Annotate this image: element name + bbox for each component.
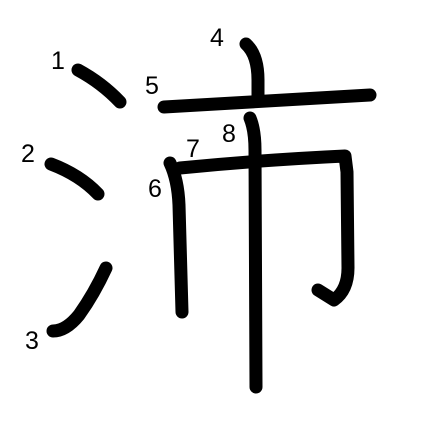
stroke-6	[163, 156, 189, 319]
stroke-4	[239, 37, 265, 107]
stroke-number-3: 3	[25, 327, 39, 355]
stroke-number-8: 8	[222, 120, 236, 148]
stroke-number-4: 4	[210, 24, 224, 52]
stroke-7	[173, 149, 355, 307]
stroke-5	[157, 88, 377, 114]
stroke-3	[46, 261, 113, 338]
stroke-1	[71, 63, 127, 109]
stroke-number-5: 5	[145, 72, 159, 100]
stroke-number-7: 7	[186, 135, 200, 163]
stroke-8	[243, 111, 263, 394]
stroke-number-6: 6	[148, 175, 162, 203]
stroke-number-2: 2	[21, 140, 35, 168]
stroke-number-1: 1	[51, 47, 65, 75]
stroke-2	[44, 157, 105, 201]
